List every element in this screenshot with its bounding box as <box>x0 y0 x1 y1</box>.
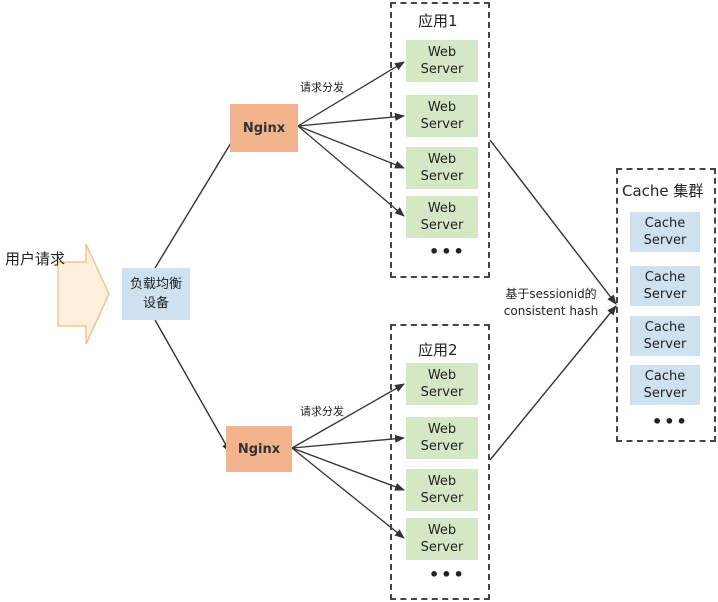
more-cache-ellipsis: ••• <box>652 412 689 431</box>
web-server: Web Server <box>406 147 478 189</box>
edge-lb-to-nginx1 <box>154 127 241 269</box>
edge-nginx1-web2 <box>297 112 405 127</box>
web-server: Web Server <box>406 95 478 137</box>
dispatch-label-2: 请求分发 <box>300 405 344 418</box>
more-servers-ellipsis: ••• <box>429 242 466 261</box>
web-server: Web Server <box>406 518 478 560</box>
web-server: Web Server <box>406 469 478 511</box>
consistent-hash-label: 基于sessionid的 consistent hash <box>503 287 599 318</box>
cache-cluster-title: Cache 集群 <box>622 182 704 200</box>
dispatch-label-1: 请求分发 <box>300 81 344 94</box>
nginx-node-1: Nginx <box>230 104 298 152</box>
web-server: Web Server <box>406 417 478 459</box>
edge-nginx2-web1 <box>291 383 405 449</box>
edge-nginx2-web4 <box>291 447 405 539</box>
edge-nginx1-web3 <box>297 125 405 169</box>
app1-title: 应用1 <box>418 12 458 30</box>
edge-nginx2-web2 <box>291 434 405 449</box>
edge-app1-to-cache <box>489 139 617 305</box>
user-request-arrow <box>57 243 110 345</box>
web-server: Web Server <box>406 363 478 405</box>
cache-cluster-group <box>616 168 716 442</box>
web-server: Web Server <box>406 40 478 82</box>
edge-nginx2-web3 <box>291 447 405 491</box>
user-request-label: 用户请求 <box>5 250 66 268</box>
edge-lb-to-nginx2 <box>154 319 231 453</box>
cache-server: Cache Server <box>630 365 700 405</box>
more-servers-ellipsis: ••• <box>429 565 466 584</box>
edge-nginx1-web4 <box>297 125 405 217</box>
cache-server: Cache Server <box>630 212 700 252</box>
edge-app2-to-cache <box>489 305 617 461</box>
app2-group <box>390 324 490 600</box>
load-balancer-box: 负载均衡设备 <box>122 268 190 320</box>
cache-server: Cache Server <box>630 266 700 306</box>
cache-server: Cache Server <box>630 316 700 356</box>
edge-nginx1-web1 <box>297 61 405 127</box>
web-server: Web Server <box>406 196 478 238</box>
nginx-node-2: Nginx <box>226 426 292 472</box>
app2-title: 应用2 <box>418 341 458 359</box>
app1-group <box>390 2 490 278</box>
